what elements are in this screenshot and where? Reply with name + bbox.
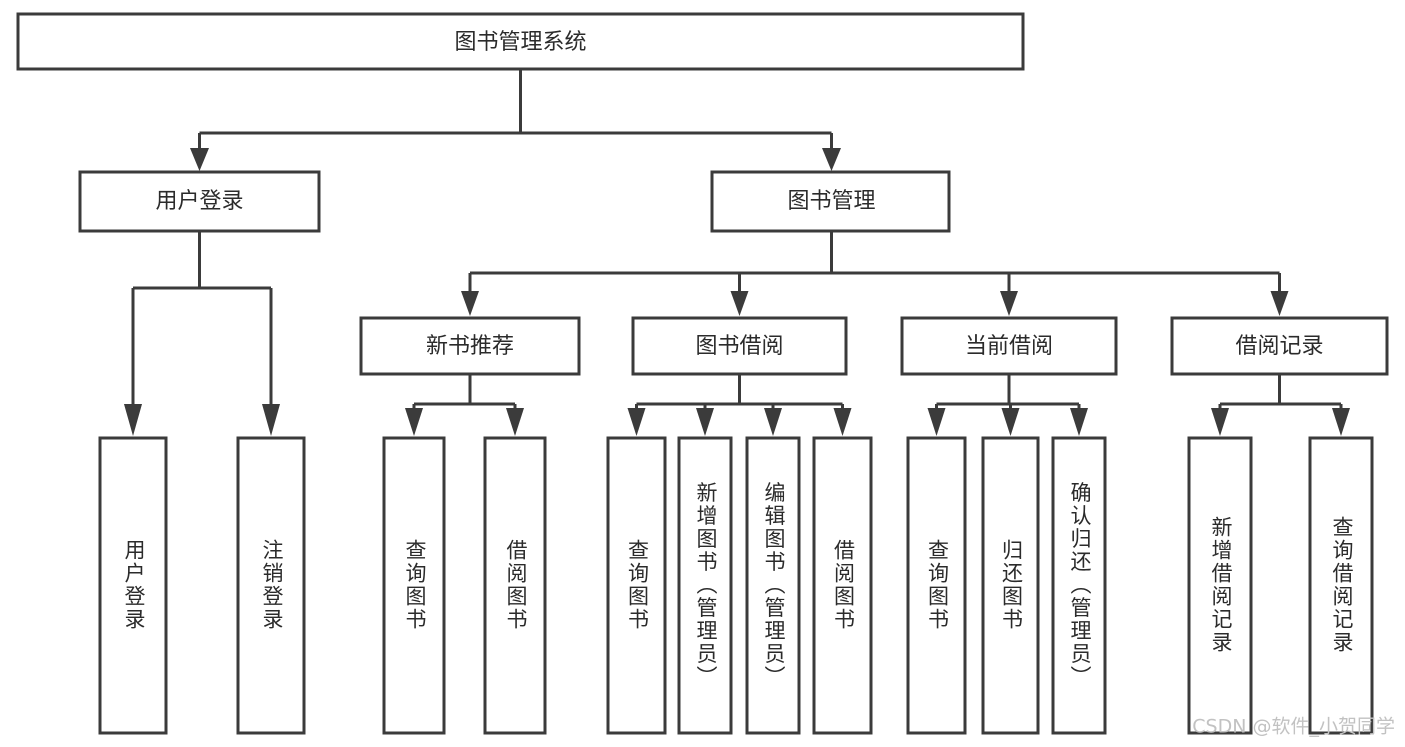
node-leaf-query-borrow-record[interactable]: 查询借阅记录 xyxy=(1308,436,1374,735)
arrow-bookmgmt-to-record xyxy=(1270,291,1289,316)
node-leaf-query-book-borrow[interactable]: 查询图书 xyxy=(606,436,667,735)
node-leaf-add-borrow-record[interactable]: 新增借阅记录 xyxy=(1187,436,1253,735)
node-user-login-label: 用户登录 xyxy=(155,189,243,214)
node-leaf-borrow-book[interactable]: 借阅图书 xyxy=(812,436,873,735)
node-leaf-edit-book-admin[interactable]: 编辑图书（管理员） xyxy=(745,436,801,735)
arrow-bookmgmt-to-newbook xyxy=(461,291,479,316)
node-leaf-borrow-book-rec[interactable]: 借阅图书 xyxy=(483,436,547,735)
node-leaf-confirm-return-admin[interactable]: 确认归还（管理员） xyxy=(1051,436,1107,735)
node-leaf-add-borrow-record-box[interactable] xyxy=(1187,436,1253,735)
node-book-borrow-box[interactable] xyxy=(631,316,848,376)
node-book-management-box[interactable] xyxy=(710,170,951,233)
arrow-current-leaf-2 xyxy=(1001,408,1020,436)
node-current-borrow[interactable]: 当前借阅 xyxy=(900,316,1118,376)
node-borrow-record[interactable]: 借阅记录 xyxy=(1170,316,1389,376)
arrow-current-leaf-3 xyxy=(1070,408,1088,436)
arrow-borrow-leaf-3 xyxy=(764,408,782,436)
node-leaf-logout[interactable]: 注销登录 xyxy=(236,436,306,735)
arrow-root-to-user-login xyxy=(190,148,209,171)
node-new-book-recommend-label: 新书推荐 xyxy=(426,334,514,359)
node-new-book-recommend[interactable]: 新书推荐 xyxy=(359,316,581,376)
arrow-bookmgmt-to-current xyxy=(1000,291,1018,316)
node-leaf-confirm-return-admin-label: 确认归还（管理员） xyxy=(1068,482,1092,689)
node-leaf-return-book[interactable]: 归还图书 xyxy=(981,436,1040,735)
node-leaf-add-book-admin[interactable]: 新增图书（管理员） xyxy=(677,436,733,735)
node-leaf-user-login[interactable]: 用户登录 xyxy=(98,436,168,735)
node-borrow-record-label: 借阅记录 xyxy=(1235,334,1323,359)
node-root[interactable]: 图书管理系统 xyxy=(16,12,1025,71)
arrow-userlogin-leaf-1 xyxy=(124,404,142,436)
node-leaf-query-book-rec[interactable]: 查询图书 xyxy=(382,436,446,735)
node-book-borrow-label: 图书借阅 xyxy=(695,334,783,359)
arrow-record-leaf-2 xyxy=(1332,408,1350,436)
node-leaf-return-book-box[interactable] xyxy=(981,436,1040,735)
node-current-borrow-box[interactable] xyxy=(900,316,1118,376)
node-root-box[interactable] xyxy=(16,12,1025,71)
csdn-watermark: CSDN @软件_小贺同学 xyxy=(1192,716,1395,738)
node-book-management-label: 图书管理 xyxy=(787,189,875,214)
node-leaf-query-borrow-record-box[interactable] xyxy=(1308,436,1374,735)
node-leaf-add-book-admin-label: 新增图书（管理员） xyxy=(694,482,718,689)
node-leaf-borrow-book-rec-box[interactable] xyxy=(483,436,547,735)
node-leaf-query-book-rec-box[interactable] xyxy=(382,436,446,735)
node-borrow-record-box[interactable] xyxy=(1170,316,1389,376)
arrow-borrow-leaf-4 xyxy=(833,408,852,436)
node-leaf-query-book-borrow-box[interactable] xyxy=(606,436,667,735)
node-leaf-borrow-book-box[interactable] xyxy=(812,436,873,735)
node-leaf-query-book-current-box[interactable] xyxy=(906,436,967,735)
node-leaf-query-borrow-record-label: 查询借阅记录 xyxy=(1330,516,1354,654)
node-leaf-borrow-book-rec-label: 借阅图书 xyxy=(504,539,528,631)
node-leaf-add-book-admin-box[interactable] xyxy=(677,436,733,735)
arrow-current-leaf-1 xyxy=(927,408,946,436)
node-leaf-query-book-rec-label: 查询图书 xyxy=(403,539,427,631)
node-leaf-confirm-return-admin-box[interactable] xyxy=(1051,436,1107,735)
node-current-borrow-label: 当前借阅 xyxy=(965,334,1053,359)
arrow-borrow-leaf-2 xyxy=(696,408,714,436)
arrow-borrow-leaf-1 xyxy=(627,408,646,436)
node-root-label: 图书管理系统 xyxy=(454,30,586,55)
node-leaf-user-login-label: 用户登录 xyxy=(122,539,146,631)
arrow-userlogin-leaf-2 xyxy=(262,404,280,436)
connector-layer xyxy=(124,69,1350,436)
node-leaf-return-book-label: 归还图书 xyxy=(1000,539,1024,631)
node-leaf-add-borrow-record-label: 新增借阅记录 xyxy=(1209,516,1233,654)
node-leaf-user-login-box[interactable] xyxy=(98,436,168,735)
node-leaf-query-book-borrow-label: 查询图书 xyxy=(626,539,650,631)
node-leaf-logout-label: 注销登录 xyxy=(260,539,284,631)
arrow-bookmgmt-to-borrow xyxy=(730,291,749,316)
node-leaf-logout-box[interactable] xyxy=(236,436,306,735)
node-leaf-edit-book-admin-box[interactable] xyxy=(745,436,801,735)
node-leaf-edit-book-admin-label: 编辑图书（管理员） xyxy=(762,482,786,689)
node-leaf-query-book-current[interactable]: 查询图书 xyxy=(906,436,967,735)
node-book-management[interactable]: 图书管理 xyxy=(710,170,951,233)
arrow-newbook-leaf-1 xyxy=(405,408,423,436)
node-user-login-box[interactable] xyxy=(78,170,321,233)
node-new-book-recommend-box[interactable] xyxy=(359,316,581,376)
node-leaf-borrow-book-label: 借阅图书 xyxy=(832,539,856,631)
node-leaf-query-book-current-label: 查询图书 xyxy=(926,539,950,631)
arrow-newbook-leaf-2 xyxy=(506,408,524,436)
node-book-borrow[interactable]: 图书借阅 xyxy=(631,316,848,376)
arrow-record-leaf-1 xyxy=(1211,408,1229,436)
arrow-root-to-book-mgmt xyxy=(822,148,841,171)
node-user-login[interactable]: 用户登录 xyxy=(78,170,321,233)
